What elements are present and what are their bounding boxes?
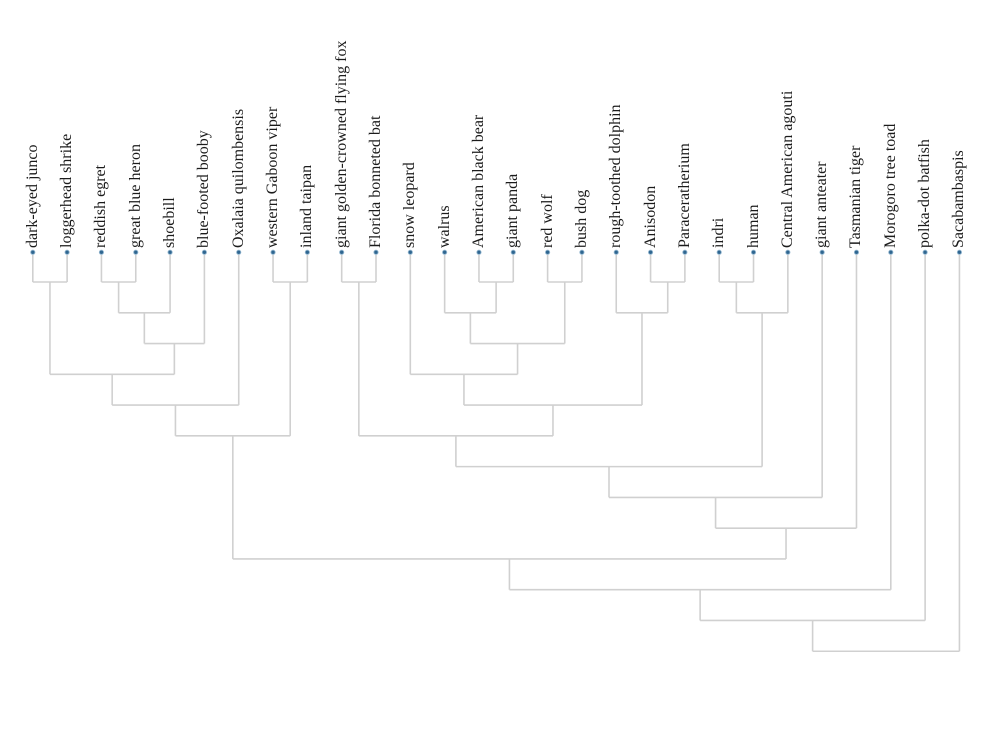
taxon-label-snow-leopard: snow leopard (401, 162, 419, 248)
taxon-label-shoebill: shoebill (161, 197, 179, 248)
taxon-label-loggerhead-shrike: loggerhead shrike (58, 133, 76, 248)
taxon-label-indri: indri (710, 217, 728, 248)
taxon-label-human: human (744, 204, 762, 248)
leaf-tip-dot (270, 249, 276, 255)
leaf-tip-dot (956, 249, 962, 255)
leaf-tip-dot (304, 249, 310, 255)
leaf-tip-dot (716, 249, 722, 255)
taxon-label-blue-footed-booby: blue-footed booby (195, 130, 213, 248)
leaf-tip-dot (579, 249, 585, 255)
taxon-label-sacabambaspis: Sacabambaspis (950, 150, 968, 248)
leaf-tip-dot (167, 249, 173, 255)
taxon-label-tasmanian-tiger: Tasmanian tiger (847, 145, 865, 248)
leaf-tip-dot (922, 249, 928, 255)
leaf-tip-dot (785, 249, 791, 255)
leaf-tip-dot (853, 249, 860, 255)
taxon-label-inland-taipan: inland taipan (298, 164, 316, 248)
taxon-label-anisodon: Anisodon (641, 185, 659, 248)
leaf-tip-dot (682, 249, 688, 255)
leaf-tip-dot (201, 249, 207, 255)
leaf-tip-dot (373, 249, 379, 255)
taxon-label-giant-anteater: giant anteater (813, 161, 831, 248)
taxon-label-florida-bonneted-bat: Florida bonneted bat (367, 115, 384, 248)
taxon-label-walrus: walrus (435, 205, 453, 248)
taxon-label-dark-eyed-junco: dark-eyed junco (23, 144, 41, 248)
taxon-label-red-wolf: red wolf (538, 194, 556, 248)
taxon-label-morogoro-tree-toad: Morogoro tree toad (881, 123, 899, 248)
taxon-label-giant-golden-crowned-flying-fox: giant golden-crowned flying fox (332, 40, 350, 249)
taxon-label-giant-panda: giant panda (504, 173, 522, 248)
leaf-tip-dot (133, 249, 139, 255)
leaf-tip-dot (98, 249, 104, 255)
leaf-tip-dot (648, 249, 654, 255)
taxon-label-polka-dot-batfish: polka-dot batfish (916, 139, 934, 248)
taxon-label-central-american-agouti: Central American agouti (778, 90, 796, 248)
leaf-tip-dot (442, 249, 448, 255)
leaf-tip-dot (476, 249, 482, 255)
leaf-tip-dot (510, 249, 516, 255)
leaf-tip-dot (750, 249, 757, 255)
leaf-tip-dot (613, 249, 619, 255)
taxon-label-paraceratherium: Paraceratherium (675, 143, 693, 248)
leaf-tip-dot (236, 249, 242, 255)
leaf-tip-dot (545, 249, 551, 255)
taxon-label-reddish-egret: reddish egret (92, 164, 110, 248)
leaf-tip-dot (819, 249, 825, 255)
leaf-tip-dot (888, 249, 894, 255)
leaf-tip-dot (339, 249, 345, 255)
taxon-label-oxalaia-quilombensis: Oxalaia quilombensis (229, 108, 247, 248)
taxon-label-great-blue-heron: great blue heron (126, 144, 144, 248)
leaf-tip-dot (30, 249, 36, 255)
taxon-label-bush-dog: bush dog (572, 189, 590, 248)
taxon-label-western-gaboon-viper: western Gaboon viper (264, 106, 282, 248)
leaf-tip-dot (407, 249, 413, 255)
taxon-label-rough-toothed-dolphin: rough-toothed dolphin (607, 104, 625, 248)
taxon-label-american-black-bear: American black bear (469, 114, 487, 248)
leaf-tip-dot (64, 249, 70, 255)
